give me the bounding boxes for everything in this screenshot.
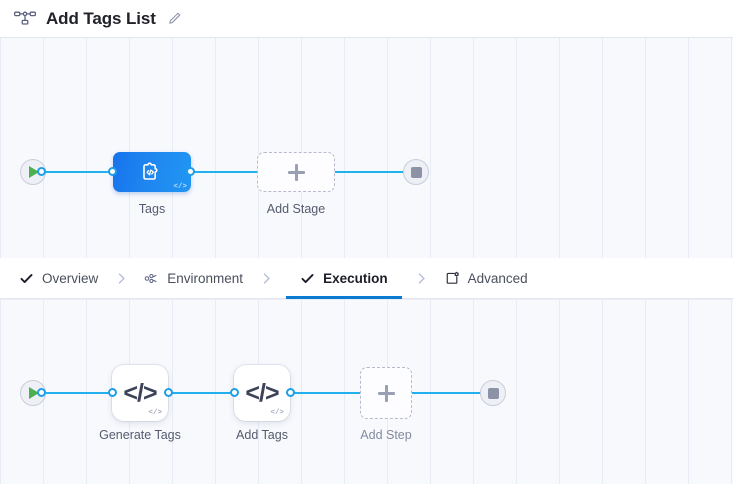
step-node-label: Add Tags [236, 428, 288, 442]
wire-addtags-to-addstep [290, 392, 360, 394]
add-stage-label: Add Stage [266, 202, 326, 216]
tab-label: Advanced [467, 270, 528, 286]
chevron-right-icon [402, 272, 442, 285]
tab-advanced[interactable]: Advanced [442, 258, 531, 299]
wire-start-to-generate [40, 392, 118, 394]
stage-canvas[interactable]: </> Tags Add Stage [0, 38, 733, 258]
code-badge-icon: </> [270, 408, 284, 417]
wire-tags-to-addstage [186, 171, 264, 173]
code-badge-icon: </> [148, 408, 162, 417]
advanced-settings-icon [445, 271, 460, 286]
check-icon [19, 271, 34, 286]
tab-overview[interactable]: Overview [16, 258, 101, 299]
add-step-label: Add Step [360, 428, 412, 442]
add-tags-input-port[interactable] [230, 388, 239, 397]
stop-icon [487, 387, 499, 399]
tab-environment[interactable]: Environment [141, 258, 246, 299]
chevron-right-icon [101, 272, 141, 285]
step-node-generate-tags[interactable]: </> </> Generate Tags [99, 365, 181, 442]
add-step-button[interactable]: Add Step [360, 367, 412, 442]
play-icon [29, 387, 39, 399]
stage-node-tags[interactable]: </> Tags [113, 152, 191, 216]
play-icon [29, 166, 39, 178]
add-stage-button[interactable]: Add Stage [257, 152, 335, 216]
add-tags-output-port[interactable] [286, 388, 295, 397]
generate-tags-output-port[interactable] [164, 388, 173, 397]
stage-config-tabs: Overview Environment [0, 258, 733, 299]
page-title: Add Tags List [46, 8, 156, 28]
pencil-edit-icon[interactable] [167, 11, 182, 26]
plus-icon [377, 384, 395, 402]
plus-icon [287, 163, 305, 181]
code-icon: </> [123, 378, 157, 407]
tab-execution[interactable]: Execution [286, 258, 402, 299]
wire-addstep-to-end [412, 392, 484, 394]
pipeline-hierarchy-icon [13, 7, 37, 31]
infrastructure-icon [144, 271, 159, 286]
tab-label: Overview [42, 270, 99, 286]
code-icon: </> [245, 378, 279, 407]
step-node-add-tags[interactable]: </> </> Add Tags [234, 365, 290, 442]
tab-label: Environment [167, 270, 244, 286]
tags-output-port[interactable] [186, 167, 195, 176]
page-header: Add Tags List [0, 0, 733, 38]
start-output-port[interactable] [37, 388, 46, 397]
wire-generate-to-addtags [168, 392, 240, 394]
generate-tags-input-port[interactable] [108, 388, 117, 397]
wire-start-to-tags [40, 171, 122, 173]
chevron-right-icon [246, 272, 286, 285]
tab-label: Execution [323, 270, 388, 286]
tags-input-port[interactable] [108, 167, 117, 176]
wire-addstage-to-end [330, 171, 412, 173]
puzzle-code-icon [139, 159, 165, 185]
step-canvas[interactable]: </> </> Generate Tags </> </> Add Tags A… [0, 299, 733, 484]
code-badge-icon: </> [173, 182, 187, 191]
check-icon [300, 271, 315, 286]
stage-node-label: Tags [138, 202, 166, 216]
execution-end-node[interactable] [480, 380, 506, 406]
start-output-port[interactable] [37, 167, 46, 176]
step-node-label: Generate Tags [99, 428, 181, 442]
stop-icon [410, 166, 422, 178]
pipeline-end-node[interactable] [403, 159, 429, 185]
